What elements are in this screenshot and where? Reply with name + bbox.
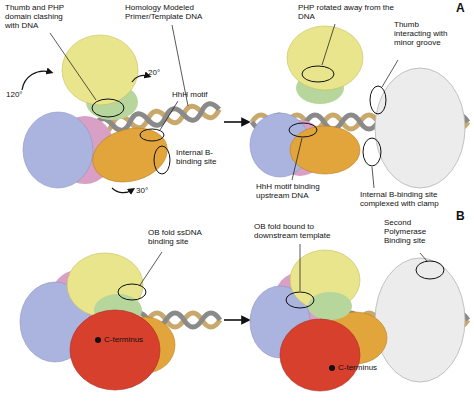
transition-arrow [224, 319, 246, 321]
callout-label: C-terminus [104, 335, 156, 344]
callout-label: HhH motif binding upstream DNA [256, 182, 346, 200]
callout-label: Thumb and PHP domain clashing with DNA [5, 3, 75, 31]
rotation-label: 120° [6, 90, 30, 99]
panel-letter: A [456, 2, 472, 16]
callout-label: C-terminus [338, 363, 390, 372]
polymerase-right-a [250, 24, 465, 188]
polymerase-right-b [250, 244, 465, 391]
rotation-label: 20° [148, 68, 168, 77]
callout-label: PHP rotated away from the DNA [298, 3, 410, 21]
callout-label: Thumb interacting with minor groove [394, 20, 452, 48]
callout-label: OB fold bound to downstream template [254, 222, 354, 240]
polymerase-left-b [20, 252, 175, 390]
callout-label: OB fold ssDNA binding site [148, 228, 224, 246]
panel-letter: B [456, 210, 472, 224]
transition-arrow [224, 121, 246, 123]
polymerase-left-a [22, 25, 188, 193]
callout-label: Internal B-binding site complexed with c… [360, 190, 468, 208]
rotation-label: 30° [136, 186, 156, 195]
callout-label: Second Polymerase Binding site [384, 218, 450, 246]
callout-label: Internal B-binding site [176, 148, 222, 166]
callout-label: HhH motif [172, 90, 222, 99]
callout-label: Homology Modeled Primer/Template DNA [125, 3, 225, 21]
